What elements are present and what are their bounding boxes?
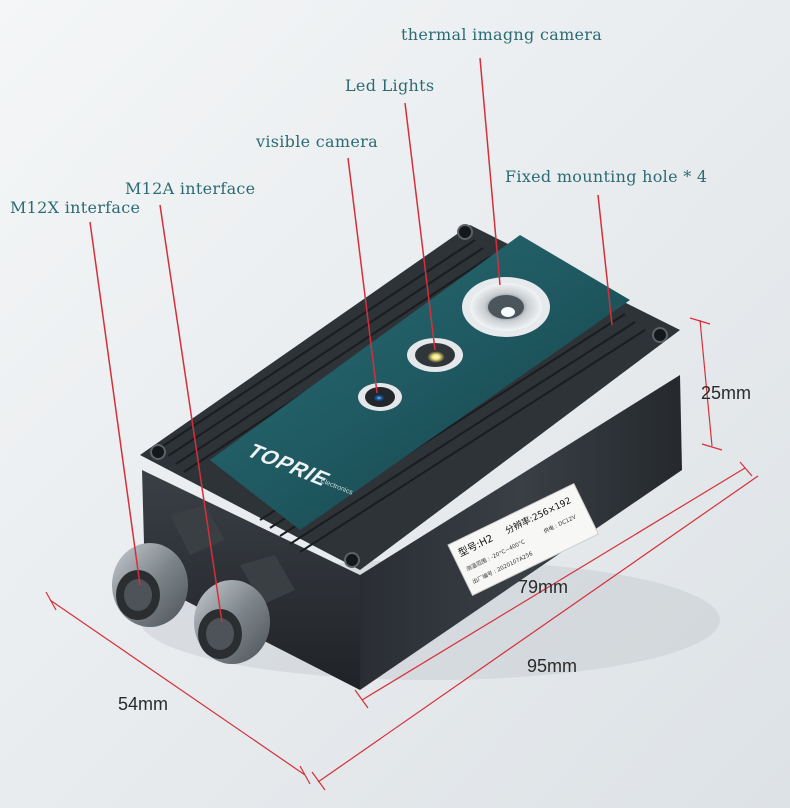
leader-visible — [347, 157, 378, 394]
callout-thermal-camera: thermal imagng camera — [401, 25, 603, 44]
leader-led — [404, 102, 436, 351]
dim-95-line — [317, 475, 759, 783]
callout-led-lights: Led Lights — [345, 76, 435, 95]
visible-camera-lens — [358, 383, 402, 411]
m12a-connector — [194, 555, 295, 664]
dim-79-tick — [739, 461, 753, 477]
callout-mounting-hole: Fixed mounting hole * 4 — [505, 167, 708, 186]
mounting-hole — [344, 552, 360, 568]
mounting-hole — [652, 327, 668, 343]
callout-m12x: M12X interface — [10, 198, 141, 217]
dim-54-line — [49, 599, 306, 776]
led-light — [407, 338, 463, 372]
dim-height-tick — [689, 317, 711, 325]
leader-m12a — [159, 204, 223, 623]
product-label: 型号:H2 分辨率:256×192 测温范围 : -20°C~400°C 供电 … — [447, 482, 600, 597]
mounting-hole — [457, 224, 473, 240]
dim-95-tick — [311, 771, 326, 791]
dimension-lines — [45, 317, 759, 791]
dim-height-line — [699, 319, 713, 447]
dimension-length-inner: 79mm — [518, 577, 569, 597]
dimension-width: 54mm — [118, 694, 169, 714]
dim-54-tick — [45, 591, 57, 611]
dim-79-line — [361, 467, 746, 701]
leader-m12x — [89, 221, 141, 586]
leader-thermal — [479, 57, 501, 286]
dim-79-tick — [354, 689, 369, 709]
leader-mounting — [597, 194, 613, 326]
callout-visible-camera: visible camera — [256, 132, 378, 151]
dimension-height: 25mm — [701, 383, 752, 403]
dim-54-tick — [299, 765, 311, 785]
mounting-hole — [150, 444, 166, 460]
dimension-length-outer: 95mm — [527, 656, 578, 676]
thermal-camera-lens — [462, 277, 550, 337]
callout-m12a: M12A interface — [125, 179, 256, 198]
dim-height-tick — [701, 443, 723, 451]
leader-lines — [89, 57, 613, 623]
m12x-connector — [112, 505, 225, 627]
